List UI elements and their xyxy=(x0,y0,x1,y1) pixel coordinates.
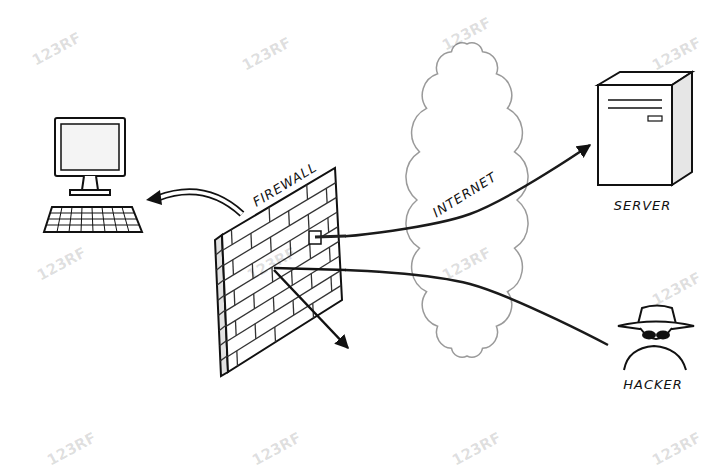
watermark: 123RF xyxy=(649,429,704,470)
watermark: 123RF xyxy=(449,429,504,470)
server-tower: SERVER xyxy=(590,70,695,220)
watermark: 123RF xyxy=(44,429,99,470)
watermark: 123RF xyxy=(649,269,704,310)
monitor-stand xyxy=(82,176,98,190)
keyboard xyxy=(44,207,142,232)
hacker-figure: HACKER xyxy=(608,300,698,400)
node-label: HACKER xyxy=(608,377,698,393)
keyboard-keys xyxy=(46,207,140,232)
server-body xyxy=(598,72,692,185)
watermark: 123RF xyxy=(29,29,84,70)
monitor-screen xyxy=(61,124,119,170)
internet-cloud: INTERNET xyxy=(405,35,530,365)
server-tower-outline xyxy=(590,70,695,220)
computer-icon xyxy=(44,118,142,232)
cloud-outline xyxy=(406,43,528,357)
monitor-frame xyxy=(55,118,125,176)
node-label: SERVER xyxy=(590,198,695,214)
wall-face xyxy=(222,168,342,372)
watermark: 123RF xyxy=(249,429,304,470)
watermark: 123RF xyxy=(34,244,89,285)
computer-arrow xyxy=(146,190,242,214)
watermark: 123RF xyxy=(649,34,704,75)
monitor-base xyxy=(70,190,110,195)
brick-lines xyxy=(216,183,342,366)
hacker-icon xyxy=(618,306,694,371)
watermark: 123RF xyxy=(239,34,294,75)
